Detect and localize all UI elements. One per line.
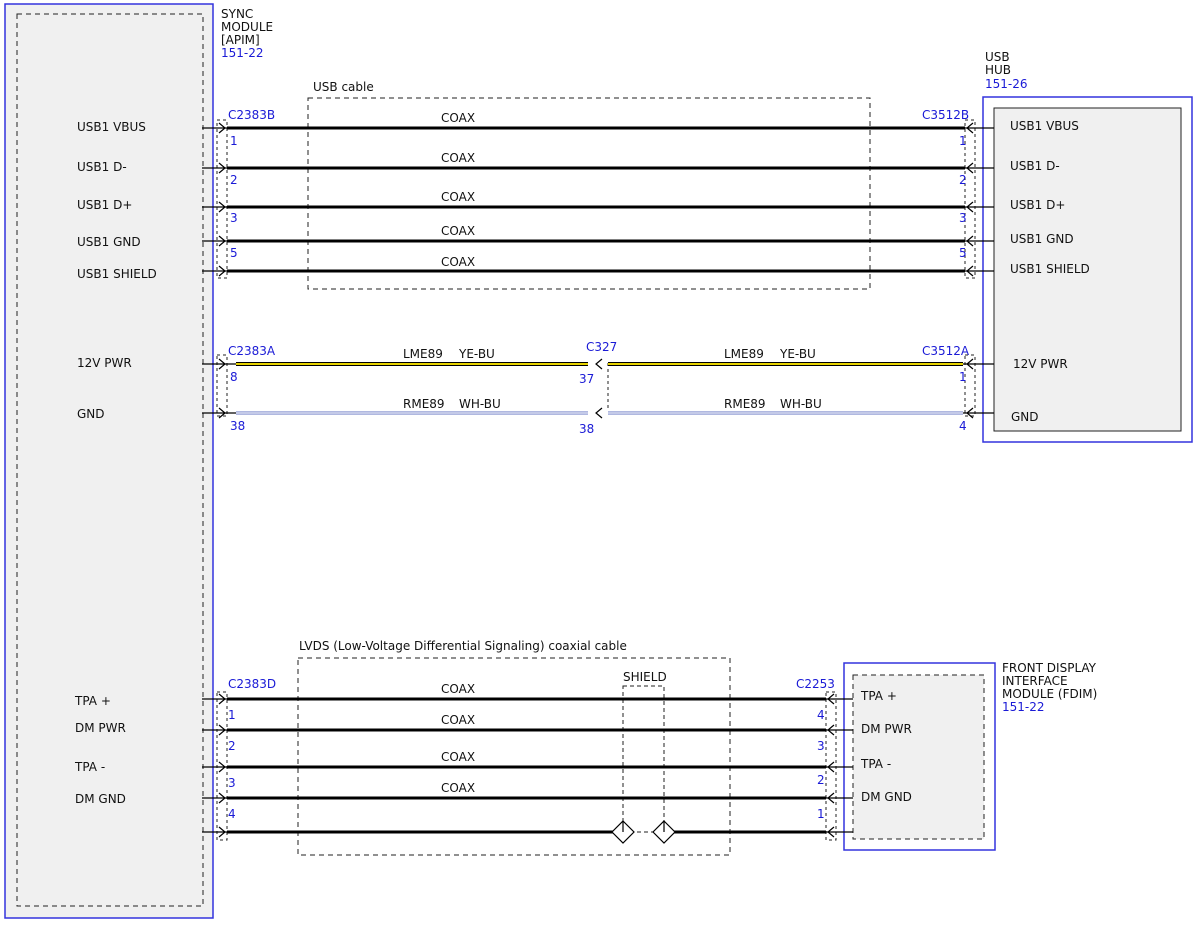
- wire-lme89-inline-pin: 37: [579, 372, 594, 386]
- hub-pin-12v-pwr: 12V PWR: [1013, 357, 1068, 371]
- sync-module: SYNC MODULE [APIM] 151-22 USB1 VBUS USB1…: [4, 3, 273, 919]
- usb-wire-4-left-pin: 5: [230, 246, 238, 260]
- wire-rme89-circuit-2: RME89: [724, 397, 766, 411]
- fdim-pin-dm-gnd: DM GND: [861, 790, 912, 804]
- wire-lme89-color-2: YE-BU: [779, 347, 816, 361]
- usb-left-connector: C2383B: [228, 108, 275, 122]
- usb-wire-4-right-pin: 5: [959, 246, 967, 260]
- fdim-title-line-2: INTERFACE: [1002, 674, 1068, 688]
- wire-lme89-left-pin: 8: [230, 370, 238, 384]
- wire-rme89-right-pin: 4: [959, 419, 967, 433]
- hub-pin-usb1-shield: USB1 SHIELD: [1010, 262, 1090, 276]
- sync-pin-usb1-gnd: USB1 GND: [77, 235, 141, 249]
- fdim-pin-tpa-minus: TPA -: [860, 757, 891, 771]
- lvds-wire-2-right-pin: 3: [817, 739, 825, 753]
- lvds-wire-1-right-pin: 4: [817, 708, 825, 722]
- sync-pin-usb1-dplus: USB1 D+: [77, 198, 132, 212]
- usb-wire-2-label: COAX: [441, 151, 475, 165]
- sync-pin-tpa-minus: TPA -: [74, 760, 105, 774]
- lvds-wire-4-left-pin: 4: [228, 807, 236, 821]
- usb-cable-label: USB cable: [313, 80, 374, 94]
- usb-wire-4-label: COAX: [441, 224, 475, 238]
- lvds-wire-1-label: COAX: [441, 682, 475, 696]
- sync-pin-dm-gnd: DM GND: [75, 792, 126, 806]
- lvds-wire-3-label: COAX: [441, 750, 475, 764]
- lvds-wire-3-left-pin: 3: [228, 776, 236, 790]
- hub-pin-usb1-gnd: USB1 GND: [1010, 232, 1074, 246]
- wire-lme89-right-pin: 1: [959, 370, 967, 384]
- usb-hub-ref: 151-26: [985, 77, 1028, 91]
- sync-title-line-3: [APIM]: [221, 33, 260, 47]
- power-left-connector: C2383A: [228, 344, 276, 358]
- lvds-wire-4-label: COAX: [441, 781, 475, 795]
- sync-pin-usb1-shield: USB1 SHIELD: [77, 267, 157, 281]
- sync-pin-tpa-plus: TPA +: [74, 694, 111, 708]
- lvds-right-connector: C2253: [796, 677, 835, 691]
- lvds-cable-section: LVDS (Low-Voltage Differential Signaling…: [202, 639, 853, 856]
- lvds-wire-2-label: COAX: [441, 713, 475, 727]
- wire-rme89-color-2: WH-BU: [780, 397, 822, 411]
- lvds-cable-label: LVDS (Low-Voltage Differential Signaling…: [299, 639, 627, 653]
- usb-wire-3-left-pin: 3: [230, 211, 238, 225]
- usb-right-connector: C3512B: [922, 108, 969, 122]
- usb-wire-3-right-pin: 3: [959, 211, 967, 225]
- wire-rme89-color-1: WH-BU: [459, 397, 501, 411]
- wire-lme89-circuit-1: LME89: [403, 347, 443, 361]
- usb-wire-5-label: COAX: [441, 255, 475, 269]
- sync-title-line-1: SYNC: [221, 7, 253, 21]
- shield-termination-right: [652, 820, 676, 844]
- sync-ref: 151-22: [221, 46, 264, 60]
- usb-hub-title-line-2: HUB: [985, 63, 1011, 77]
- hub-pin-gnd: GND: [1011, 410, 1039, 424]
- wire-rme89-left-pin: 38: [230, 419, 245, 433]
- power-inline-connector: C327: [586, 340, 617, 354]
- fdim-ref: 151-22: [1002, 700, 1045, 714]
- fdim-title-line-3: MODULE (FDIM): [1002, 687, 1097, 701]
- sync-pin-dm-pwr: DM PWR: [75, 721, 126, 735]
- fdim-module: FRONT DISPLAY INTERFACE MODULE (FDIM) 15…: [843, 661, 1097, 851]
- hub-pin-usb1-dminus: USB1 D-: [1010, 159, 1060, 173]
- usb-hub-title-line-1: USB: [985, 50, 1010, 64]
- usb-wire-1-label: COAX: [441, 111, 475, 125]
- usb-hub-module: USB HUB 151-26 USB1 VBUS USB1 D- USB1 D+…: [982, 50, 1193, 443]
- wire-lme89-color-1: YE-BU: [458, 347, 495, 361]
- sync-pin-usb1-vbus: USB1 VBUS: [77, 120, 146, 134]
- sync-title-line-2: MODULE: [221, 20, 273, 34]
- wire-rme89-circuit-1: RME89: [403, 397, 445, 411]
- usb-wire-1-left-pin: 1: [230, 134, 238, 148]
- lvds-wire-3-right-pin: 2: [817, 773, 825, 787]
- sync-pin-usb1-dminus: USB1 D-: [77, 160, 127, 174]
- usb-cable-section: USB cable C2383B C3512B: [202, 80, 994, 290]
- fdim-pin-dm-pwr: DM PWR: [861, 722, 912, 736]
- power-section: C2383A C327 C3512A: [202, 340, 994, 436]
- wire-lme89-circuit-2: LME89: [724, 347, 764, 361]
- lvds-left-connector: C2383D: [228, 677, 276, 691]
- sync-pin-gnd: GND: [77, 407, 105, 421]
- fdim-title-line-1: FRONT DISPLAY: [1002, 661, 1097, 675]
- wire-rme89-inline-pin: 38: [579, 422, 594, 436]
- hub-pin-usb1-dplus: USB1 D+: [1010, 198, 1065, 212]
- fdim-pin-tpa-plus: TPA +: [860, 689, 897, 703]
- lvds-shield-label: SHIELD: [623, 670, 667, 684]
- shield-termination-left: [611, 820, 635, 844]
- lvds-wire-2-left-pin: 2: [228, 739, 236, 753]
- usb-wire-3-label: COAX: [441, 190, 475, 204]
- hub-pin-usb1-vbus: USB1 VBUS: [1010, 119, 1079, 133]
- usb-wire-2-left-pin: 2: [230, 173, 238, 187]
- lvds-wire-4-right-pin: 1: [817, 807, 825, 821]
- usb-wire-1-right-pin: 1: [959, 134, 967, 148]
- usb-wire-2-right-pin: 2: [959, 173, 967, 187]
- power-right-connector: C3512A: [922, 344, 970, 358]
- lvds-wire-1-left-pin: 1: [228, 708, 236, 722]
- sync-pin-12v-pwr: 12V PWR: [77, 356, 132, 370]
